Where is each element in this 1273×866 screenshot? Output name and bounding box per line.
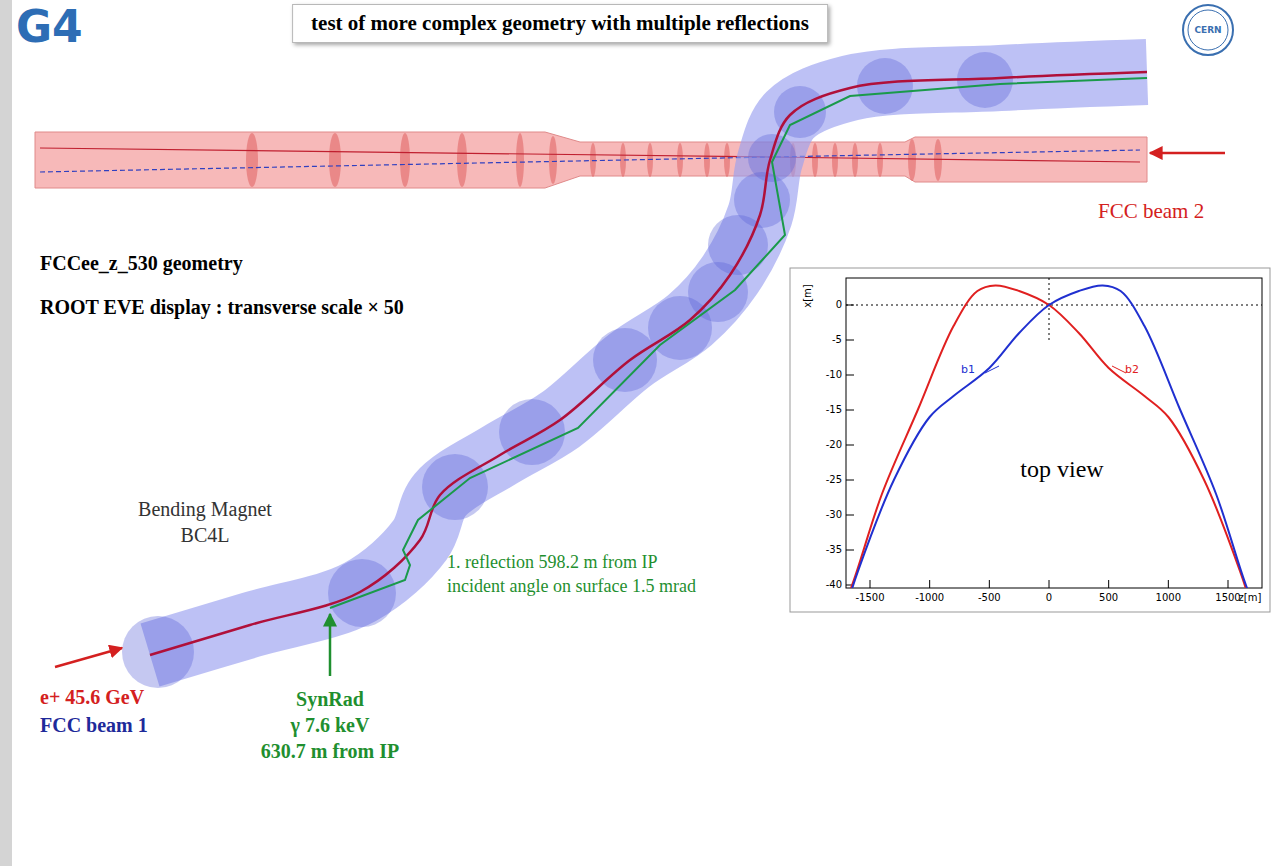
annotation: FCCee_z_530 geometry: [40, 252, 243, 275]
tick-label: -20: [826, 439, 842, 451]
beam-1-orbit: [40, 150, 1140, 172]
photon-label: 630.7 m from IP: [261, 740, 400, 763]
axis-label: x[m]: [802, 284, 814, 307]
reflection-note: 1. reflection 598.2 m from IP: [447, 552, 657, 573]
logo-text: G4: [16, 2, 83, 53]
tick-label: 0: [836, 299, 842, 311]
side-strip: [0, 0, 12, 866]
tick-label: 500: [1099, 592, 1118, 604]
magnet-label: BC4L: [181, 524, 230, 547]
beam-2-orbit: [40, 148, 1140, 162]
tick-label: -1500: [855, 592, 884, 604]
tick-label: -1000: [915, 592, 944, 604]
tick-label: -25: [826, 474, 842, 486]
beam-pipe-2: [35, 132, 1147, 188]
tick-label: 1000: [1156, 592, 1181, 604]
axis-label: z[m]: [1239, 592, 1262, 604]
annotation: ROOT EVE display : transverse scale × 50: [40, 296, 404, 319]
tick-label: -5: [832, 334, 842, 346]
curve-label: b2: [1125, 364, 1139, 377]
reflection-note: incident angle on surface 1.5 mrad: [447, 576, 696, 597]
beam-1-arrow: [55, 648, 122, 667]
beam-label: FCC beam 1: [40, 714, 148, 737]
pipe-rings: [246, 133, 942, 187]
synrad-arrow: [329, 614, 332, 676]
beam-label: e+ 45.6 GeV: [40, 686, 144, 709]
curve-label: b1: [961, 364, 975, 377]
cern-logo-ring: [1188, 10, 1228, 50]
beam-label: FCC beam 2: [1098, 199, 1204, 223]
tick-label: -30: [826, 509, 842, 521]
tick-label: -35: [826, 544, 842, 556]
tick-label: 0: [1046, 592, 1052, 604]
logo-text: CERN: [1194, 25, 1221, 35]
beam-2-arrow: [1150, 152, 1225, 155]
tick-label: 1500: [1215, 592, 1240, 604]
tick-label: -40: [826, 579, 842, 591]
photon-label: SynRad: [296, 688, 364, 711]
top-view-plot: [790, 268, 1270, 627]
slide-title: test of more complex geometry with multi…: [292, 4, 828, 43]
tick-label: -15: [826, 404, 842, 416]
cern-logo: [1183, 5, 1233, 55]
tick-label: -500: [978, 592, 1001, 604]
magnet-label: Bending Magnet: [138, 498, 272, 521]
tick-label: -10: [826, 369, 842, 381]
plot-label: top view: [1020, 456, 1103, 484]
photon-label: γ 7.6 keV: [291, 714, 370, 737]
